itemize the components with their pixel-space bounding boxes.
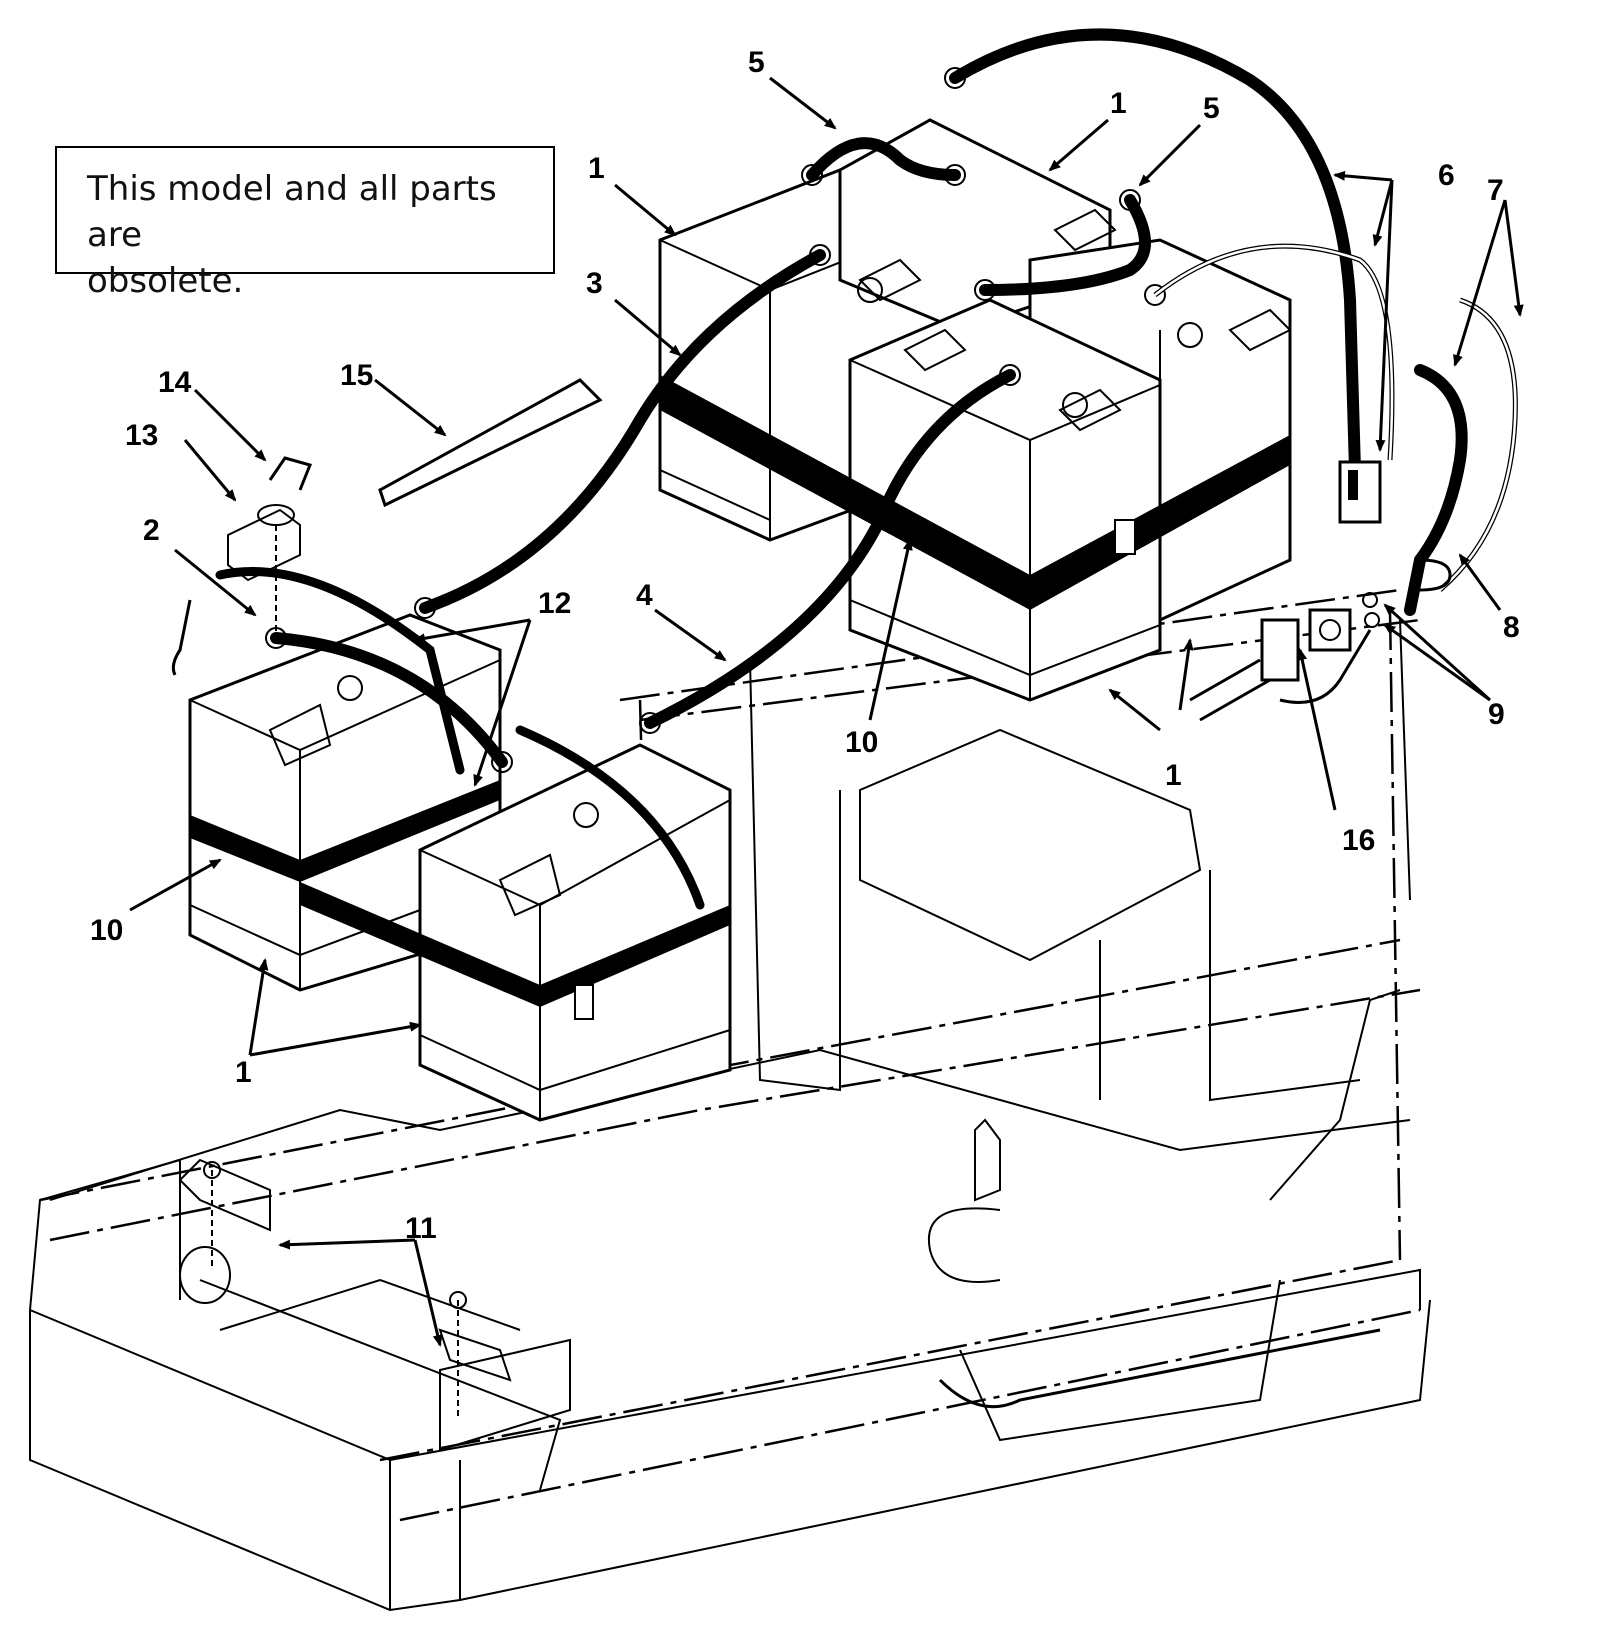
battery-group-right bbox=[658, 118, 1292, 702]
obsolete-notice-box: This model and all parts are obsolete. bbox=[55, 146, 555, 301]
callout-10-left: 10 bbox=[90, 914, 123, 947]
callout-6: 6 bbox=[1438, 159, 1455, 192]
callout-2: 2 bbox=[143, 514, 160, 547]
callout-10-right: 10 bbox=[845, 726, 878, 759]
callout-9: 9 bbox=[1488, 698, 1505, 731]
callout-8: 8 bbox=[1503, 611, 1520, 644]
callout-12: 12 bbox=[538, 587, 571, 620]
battery-left-front bbox=[300, 743, 732, 1122]
callout-5-left: 5 bbox=[748, 46, 765, 79]
callout-7: 7 bbox=[1487, 174, 1504, 207]
callout-15: 15 bbox=[340, 359, 373, 392]
battery-cables bbox=[270, 28, 1518, 768]
obsolete-notice-line-2: obsolete. bbox=[87, 261, 244, 301]
callout-5-right: 5 bbox=[1203, 92, 1220, 125]
callout-14: 14 bbox=[158, 366, 192, 399]
obsolete-notice-line-1: This model and all parts are bbox=[87, 169, 497, 255]
callout-1-top: 1 bbox=[1110, 87, 1127, 120]
leader-arrows bbox=[129, 76, 1524, 1347]
callout-1-right-bottom: 1 bbox=[1165, 759, 1182, 792]
callout-4: 4 bbox=[636, 579, 653, 612]
connectors-hardware bbox=[203, 456, 1452, 1420]
callout-13: 13 bbox=[125, 419, 158, 452]
battery-caps bbox=[268, 208, 1292, 917]
hold-down-rods bbox=[171, 378, 705, 910]
callout-1-left-bottom: 1 bbox=[235, 1056, 252, 1089]
callout-3: 3 bbox=[586, 267, 603, 300]
callout-1-left-top: 1 bbox=[588, 152, 605, 185]
callout-labels: 1 1 1 1 2 3 4 5 5 6 7 8 9 10 10 11 12 13… bbox=[90, 46, 1520, 1245]
callout-11: 11 bbox=[405, 1212, 437, 1245]
callout-16: 16 bbox=[1342, 824, 1375, 857]
